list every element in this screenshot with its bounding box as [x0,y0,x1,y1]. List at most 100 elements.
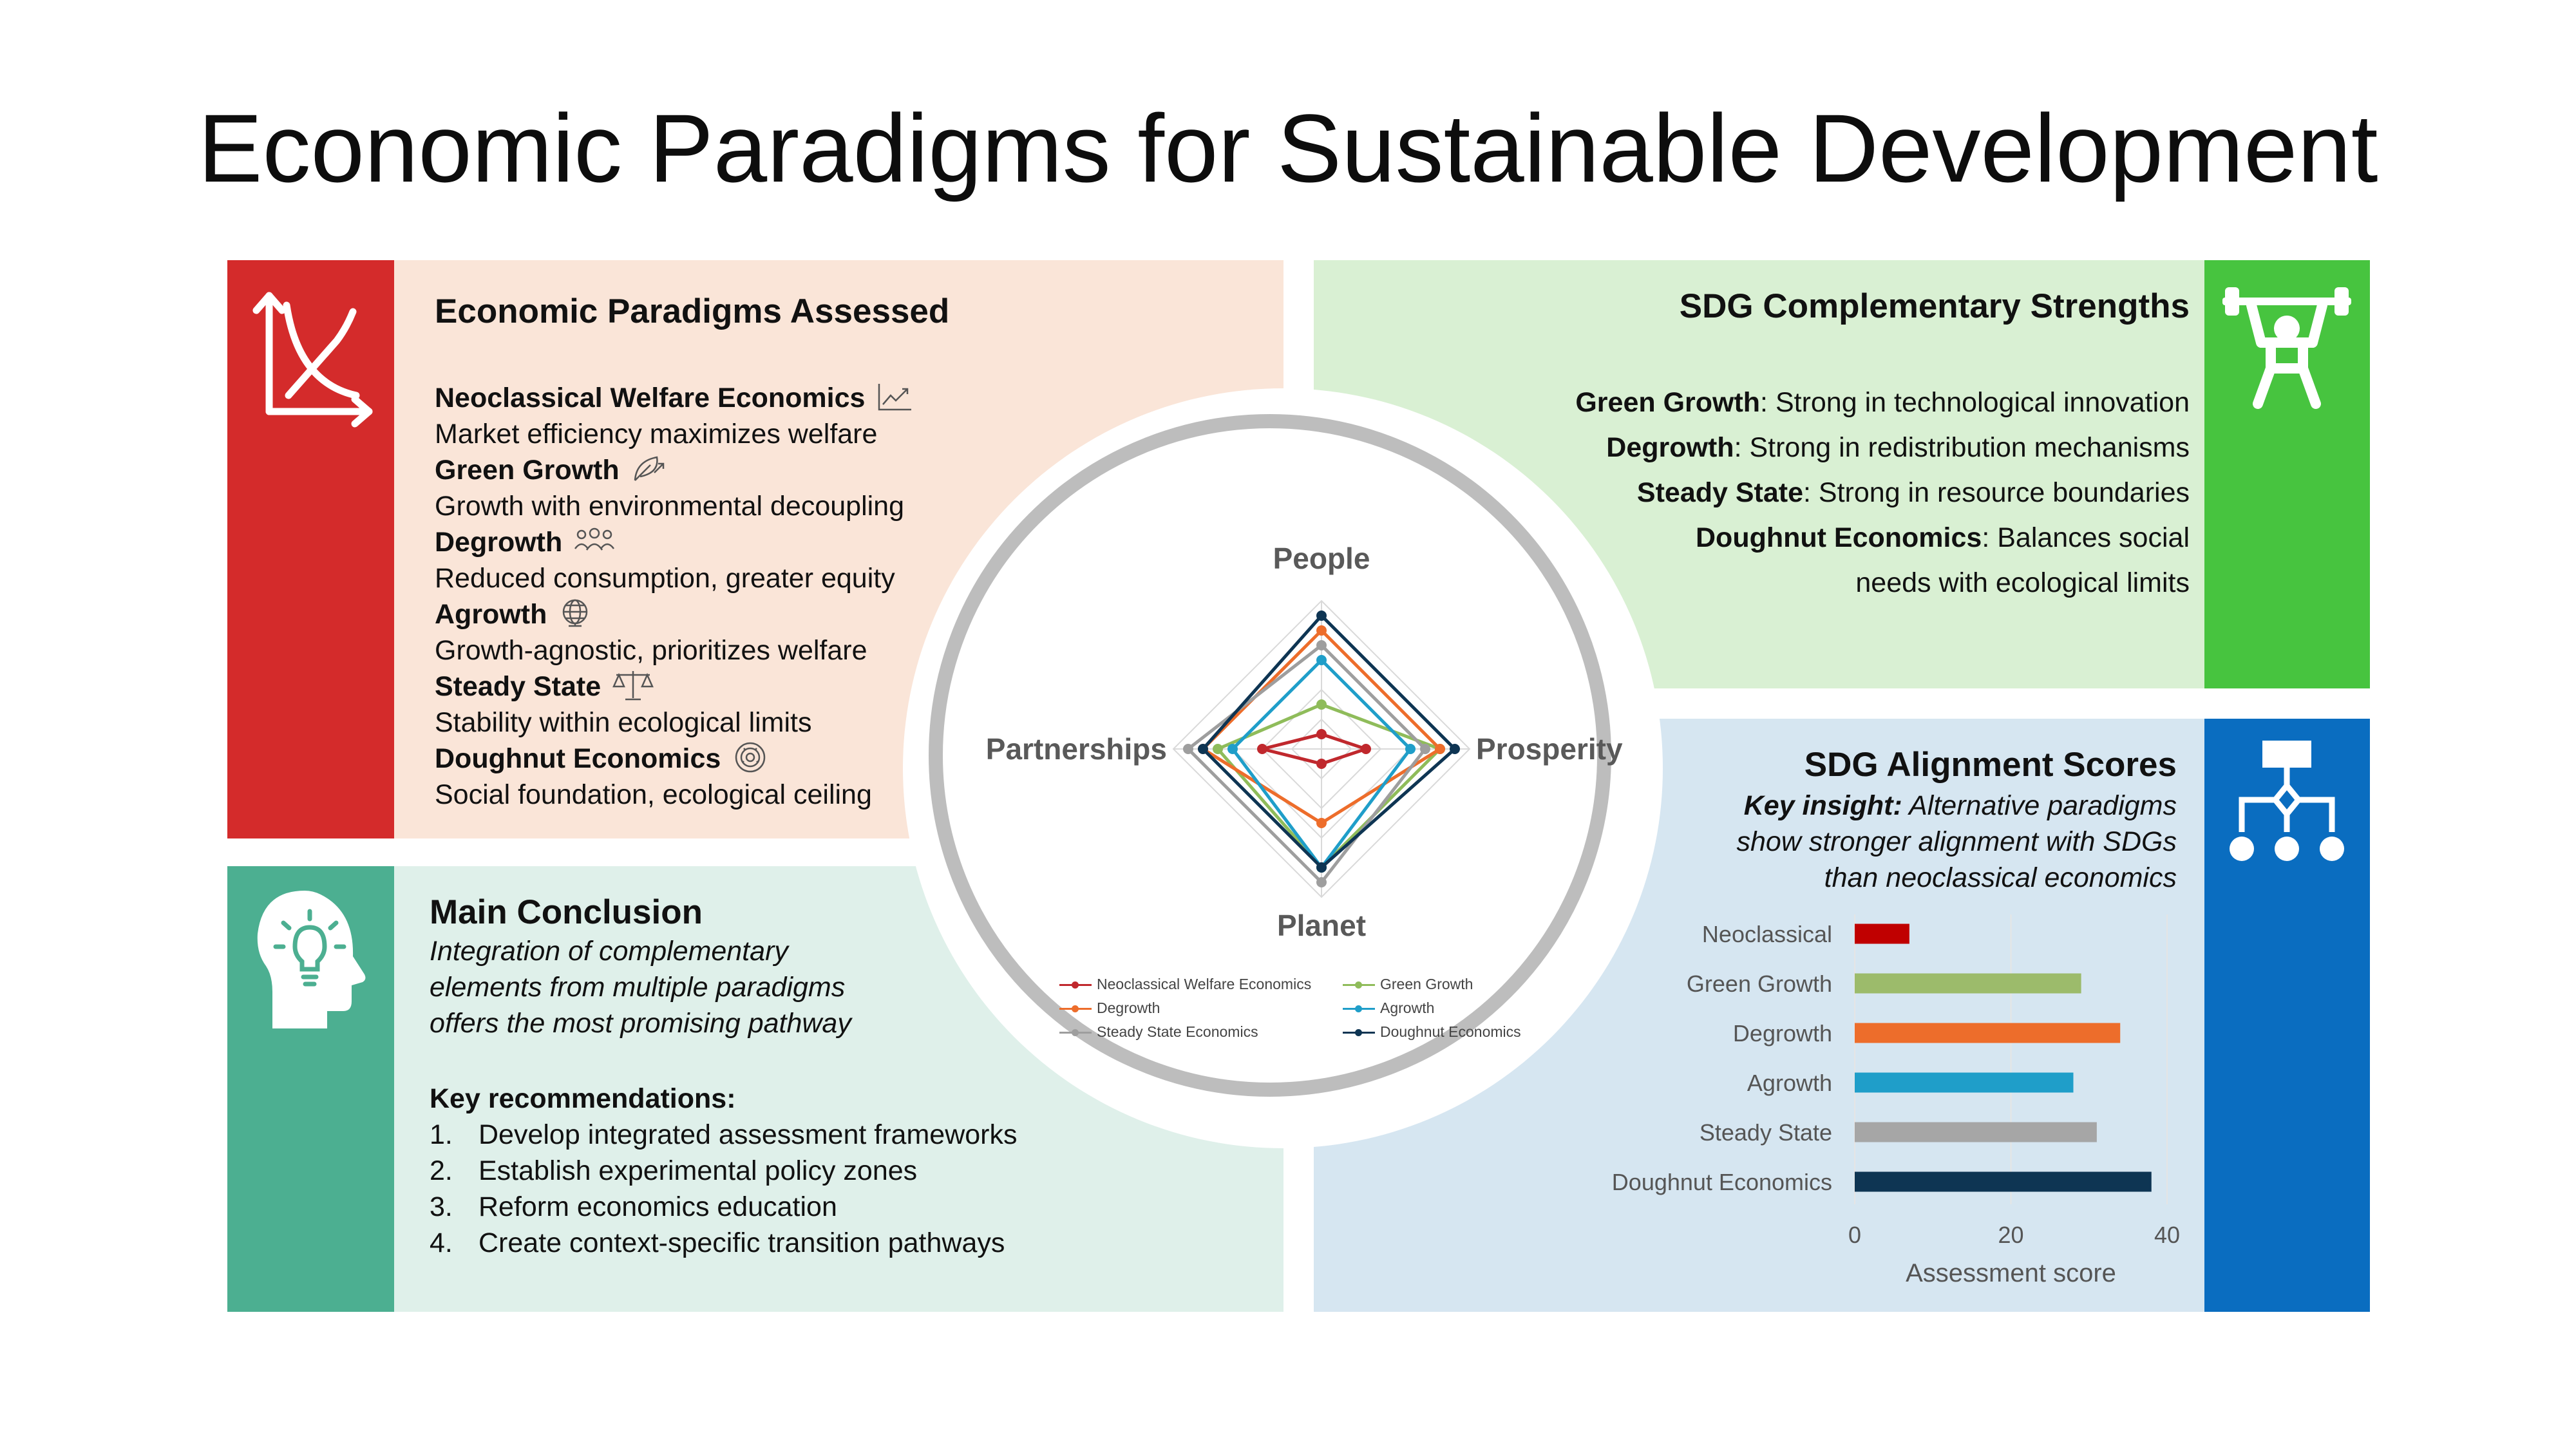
insight-line: Alternative paradigms [1902,790,2177,821]
legend-swatch [1059,1028,1092,1037]
paradigm-name: Doughnut Economics [435,743,721,775]
legend-item: Neoclassical Welfare Economics [1059,976,1343,993]
list-item: Doughnut Economics Social foundation, ec… [435,741,1208,813]
bar [1855,973,2081,994]
radar-point [1183,744,1193,754]
list-number: 4. [430,1227,453,1258]
list-item: Steady State: Strong in resource boundar… [1352,470,2190,515]
globe-icon [558,596,592,645]
strength-text: : Strong in technological innovation [1760,387,2190,418]
page-title: Economic Paradigms for Sustainable Devel… [198,94,2378,202]
balance-scale-icon [612,668,654,717]
paradigm-desc: Social foundation, ecological ceiling [435,779,872,810]
strengths-icon-strip [2204,260,2370,688]
strength-text: : Strong in resource boundaries [1803,477,2190,508]
paradigm-desc: Growth-agnostic, prioritizes welfare [435,635,867,666]
bar-category-label: Green Growth [1687,971,1832,997]
strength-text: : Strong in redistribution mechanisms [1734,432,2190,463]
list-text: Establish experimental policy zones [478,1155,918,1186]
recommendations-heading: Key recommendations: [430,1083,736,1114]
radar-point [1450,744,1460,754]
paradigm-name: Degrowth [435,527,563,558]
legend-item: Green Growth [1343,976,1549,993]
weightlifter-icon [2222,287,2351,409]
list-item: 1.Develop integrated assessment framewor… [430,1117,1138,1153]
radar-point [1405,744,1416,754]
strengths-list: Green Growth: Strong in technological in… [1352,380,2190,605]
legend-item: Steady State Economics [1059,1023,1343,1041]
radar-point [1316,625,1327,636]
radar-point [1257,744,1267,754]
radar-point [1316,655,1327,665]
list-item: Green Growth Growth with environmental d… [435,452,1208,524]
radar-point [1227,744,1238,754]
legend-label: Degrowth [1097,999,1160,1016]
list-text: Reform economics education [478,1191,837,1222]
strength-text: : Balances social [1982,522,2190,553]
legend-label: Agrowth [1380,999,1435,1016]
legend-swatch [1059,980,1092,989]
conclusion-heading: Main Conclusion [430,893,703,931]
list-item: 4. Create context-specific transition pat… [430,1225,1138,1261]
paradigms-icon-strip [227,260,394,838]
bar [1855,1171,2152,1192]
radar-axis-label: Partnerships [986,732,1167,766]
idea-head-icon [257,891,366,1028]
trend-chart-icon [876,381,913,428]
radar-point [1316,611,1327,621]
paradigm-name: Agrowth [435,599,547,630]
paradigms-heading: Economic Paradigms Assessed [435,292,950,330]
legend-swatch [1343,1028,1375,1037]
list-item: Agrowth Growth-agnostic, prioritizes wel… [435,596,1208,668]
bar [1855,1122,2097,1142]
recommendations-list: 1.Develop integrated assessment framewor… [430,1117,1138,1261]
legend-swatch [1343,1004,1375,1013]
scores-icon-strip [2204,719,2370,1312]
radar-point [1213,744,1223,754]
conclusion-summary: Integration of complementary elements fr… [430,933,851,1041]
bar-category-label: Doughnut Economics [1612,1169,1832,1195]
supply-demand-chart-icon [252,292,373,428]
radar-point [1316,640,1327,650]
radar-point [1316,862,1327,873]
strength-name: Doughnut Economics [1696,522,1982,553]
bar-category-label: Agrowth [1747,1070,1832,1096]
legend-label: Steady State Economics [1097,1023,1258,1040]
list-item: Steady State Stability within ecological… [435,668,1208,741]
radar-point [1316,759,1327,769]
radar-axis-label: People [1273,542,1370,575]
scores-panel: SDG Alignment Scores Key insight: Altern… [1314,719,2370,1312]
paradigms-list: Neoclassical Welfare Economics Market ef… [435,380,1208,813]
list-item: 3.Reform economics education [430,1189,1138,1225]
list-number: 2. [430,1155,453,1186]
conclusion-icon-strip [227,866,394,1312]
radar-point [1361,744,1371,754]
list-item: Doughnut Economics: Balances social [1352,515,2190,560]
bar-category-label: Steady State [1700,1119,1832,1146]
bar-tick-label: 0 [1848,1222,1861,1248]
radar-point [1316,818,1327,828]
bar [1855,923,1909,944]
legend-label: Neoclassical Welfare Economics [1097,976,1312,992]
list-item: 2. Establish experimental policy zones [430,1153,1138,1189]
list-item: Degrowth Reduced consumption, greater eq… [435,524,1208,596]
paradigm-desc: Stability within ecological limits [435,707,812,738]
leaf-growth-icon [631,453,667,500]
list-item: Green Growth: Strong in technological in… [1352,380,2190,425]
radar-point [1198,744,1208,754]
bar [1855,1023,2121,1043]
bar-tick-label: 20 [1998,1222,2023,1248]
list-item: needs with ecological limits [1352,560,2190,605]
paradigm-desc: Reduced consumption, greater equity [435,563,895,594]
insight-lead: Key insight: [1743,790,1902,821]
list-text: Create context-specific transition pathw… [478,1227,1005,1258]
strengths-heading: SDG Complementary Strengths [1679,287,2190,325]
insight-line: show stronger alignment with SDGs [1736,826,2177,857]
list-number: 1. [430,1119,453,1150]
legend-label: Green Growth [1380,976,1473,992]
bar-axis-title: Assessment score [1906,1259,2116,1287]
bar-category-label: Neoclassical [1702,921,1832,947]
radar-axis-label: Planet [1277,909,1366,942]
